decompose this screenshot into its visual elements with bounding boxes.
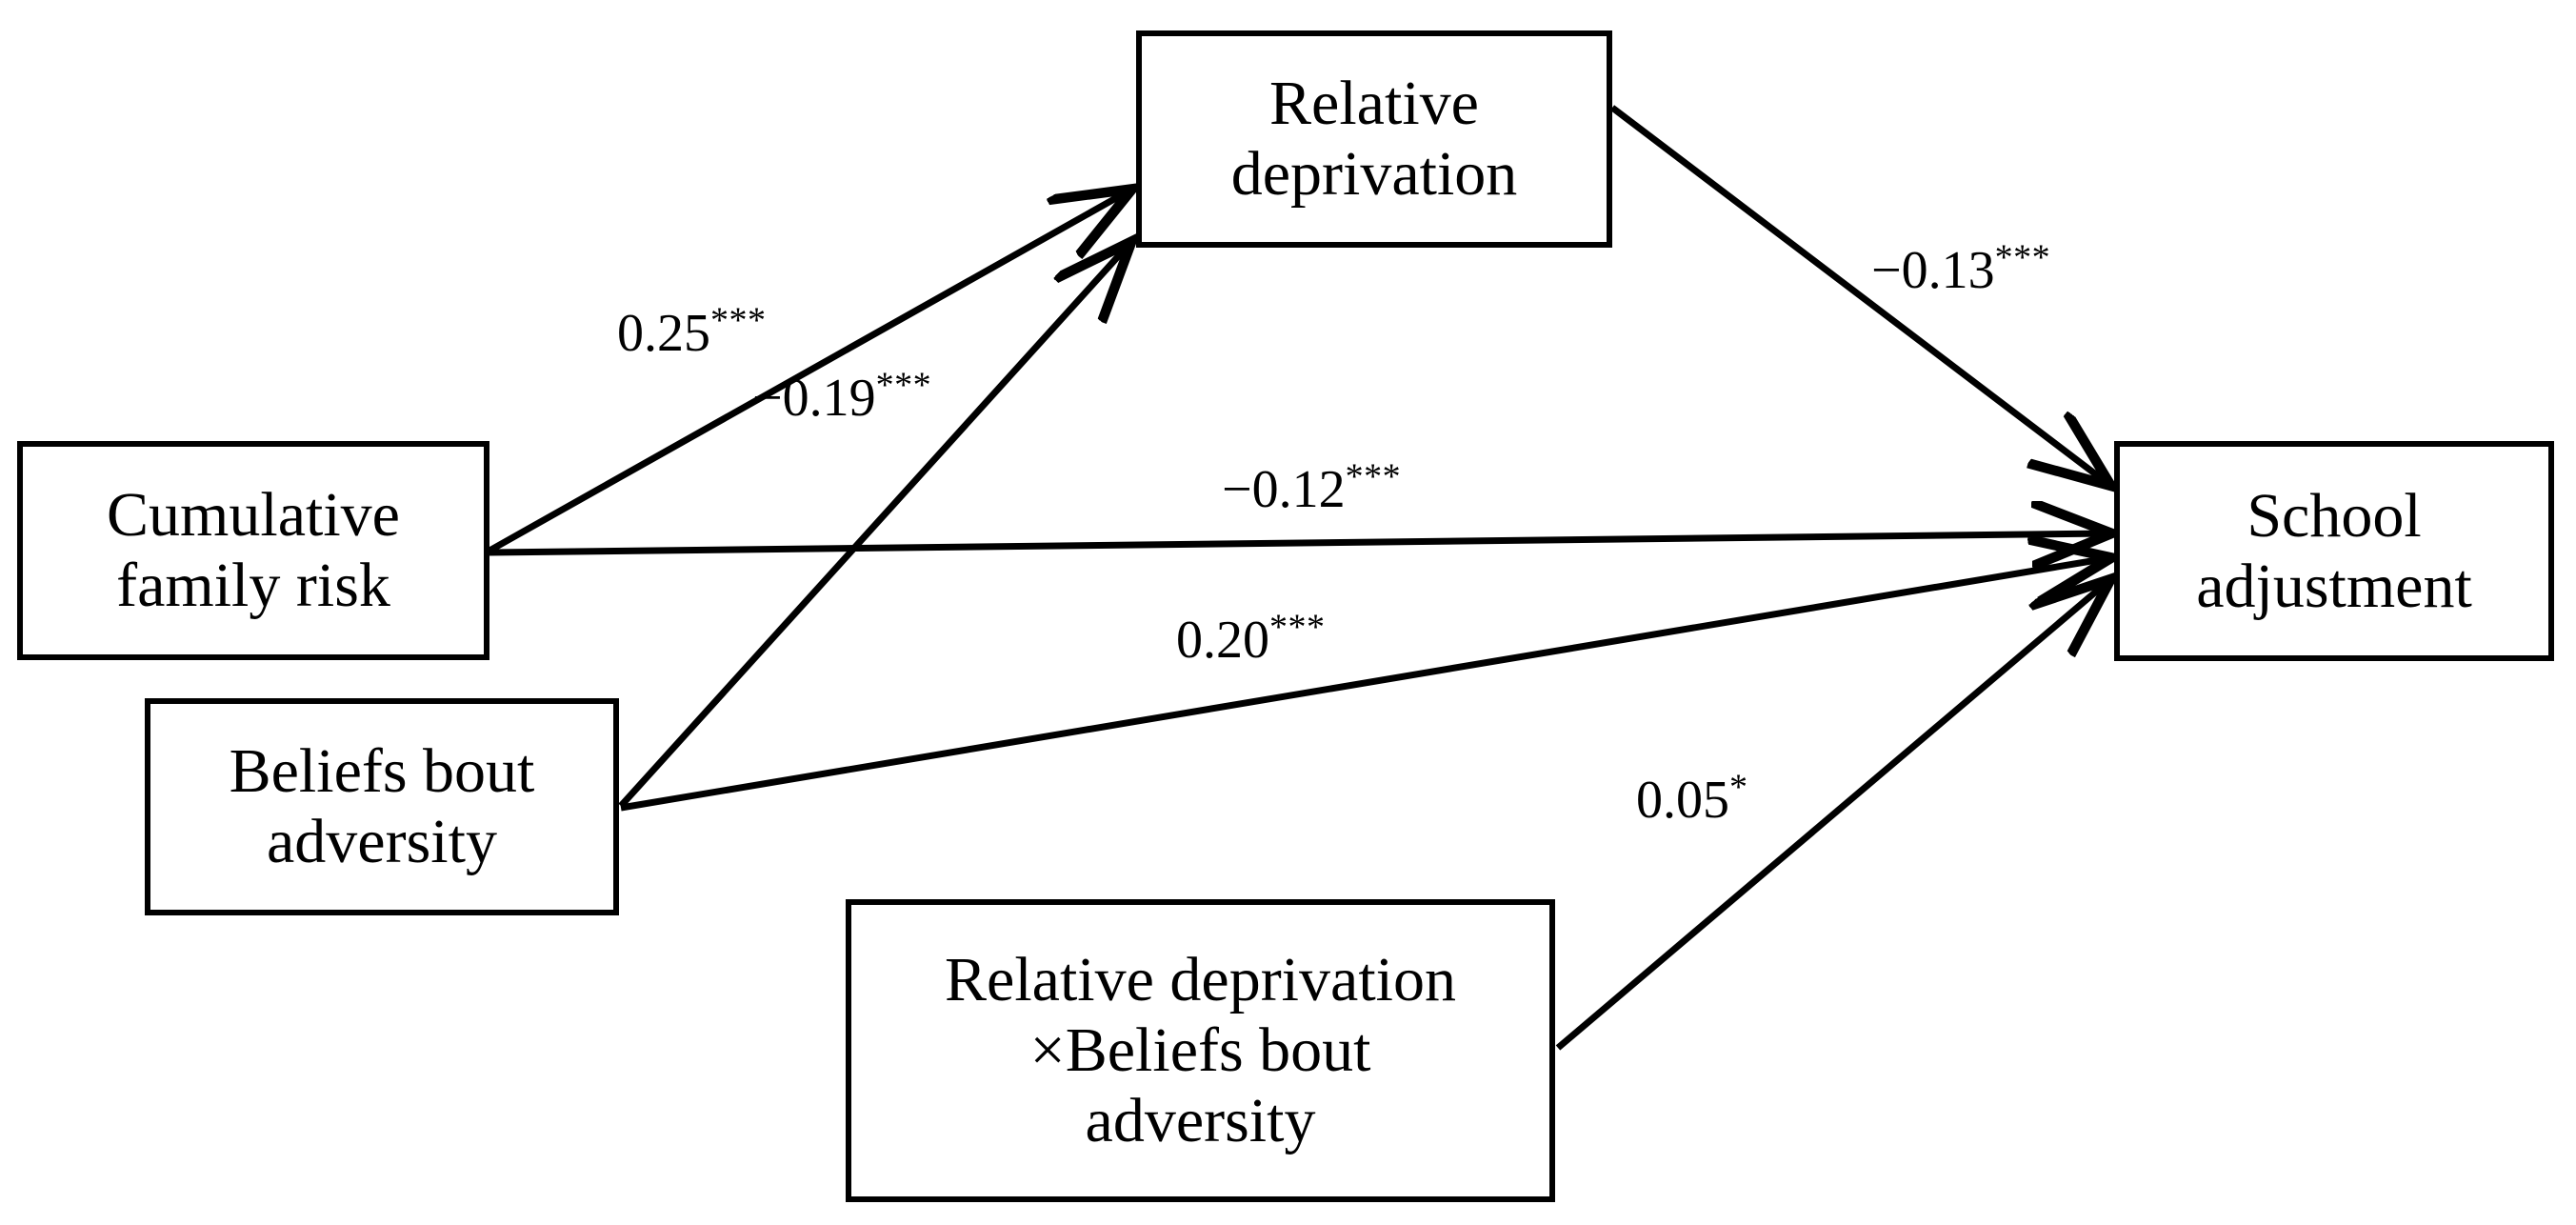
- edge-label-cfr-to-rd: 0.25***: [617, 302, 767, 363]
- node-relative-deprivation[interactable]: Relative deprivation: [1136, 30, 1612, 248]
- edge-lines-group: [488, 105, 2108, 1051]
- node-school-adjustment[interactable]: School adjustment: [2114, 441, 2554, 661]
- coefficient-value: −0.12: [1222, 460, 1346, 519]
- edge-cfr-to-rd: [488, 191, 1129, 554]
- significance-stars: ***: [1269, 607, 1326, 648]
- coefficient-value: −0.13: [1871, 241, 1995, 300]
- edge-cfr-to-sa: [489, 533, 2108, 552]
- significance-stars: ***: [1994, 237, 2051, 278]
- edge-label-cfr-to-sa: −0.12***: [1222, 458, 1401, 519]
- coefficient-value: 0.20: [1176, 611, 1269, 670]
- significance-stars: ***: [710, 300, 767, 341]
- edge-label-rd-to-sa: −0.13***: [1871, 239, 2050, 300]
- edge-ba-to-rd: [618, 244, 1129, 809]
- coefficient-value: 0.05: [1636, 771, 1729, 830]
- significance-stars: *: [1729, 767, 1748, 808]
- coefficient-value: −0.19: [752, 369, 876, 428]
- node-cumulative-family-risk[interactable]: Cumulative family risk: [17, 441, 489, 660]
- coefficient-value: 0.25: [617, 304, 710, 363]
- edge-label-ba-to-sa: 0.20***: [1176, 609, 1326, 670]
- edge-label-interaction-to-sa: 0.05*: [1636, 769, 1748, 830]
- edge-ba-to-sa: [620, 558, 2108, 812]
- edge-interaction-to-sa: [1555, 581, 2108, 1051]
- edge-label-ba-to-rd: −0.19***: [752, 367, 931, 428]
- significance-stars: ***: [1345, 456, 1402, 497]
- edge-rd-to-sa: [1609, 105, 2108, 484]
- node-beliefs-bout-adversity[interactable]: Beliefs bout adversity: [145, 698, 619, 915]
- significance-stars: ***: [875, 365, 932, 406]
- node-relative-deprivation-x-beliefs[interactable]: Relative deprivation ×Beliefs bout adver…: [846, 899, 1555, 1202]
